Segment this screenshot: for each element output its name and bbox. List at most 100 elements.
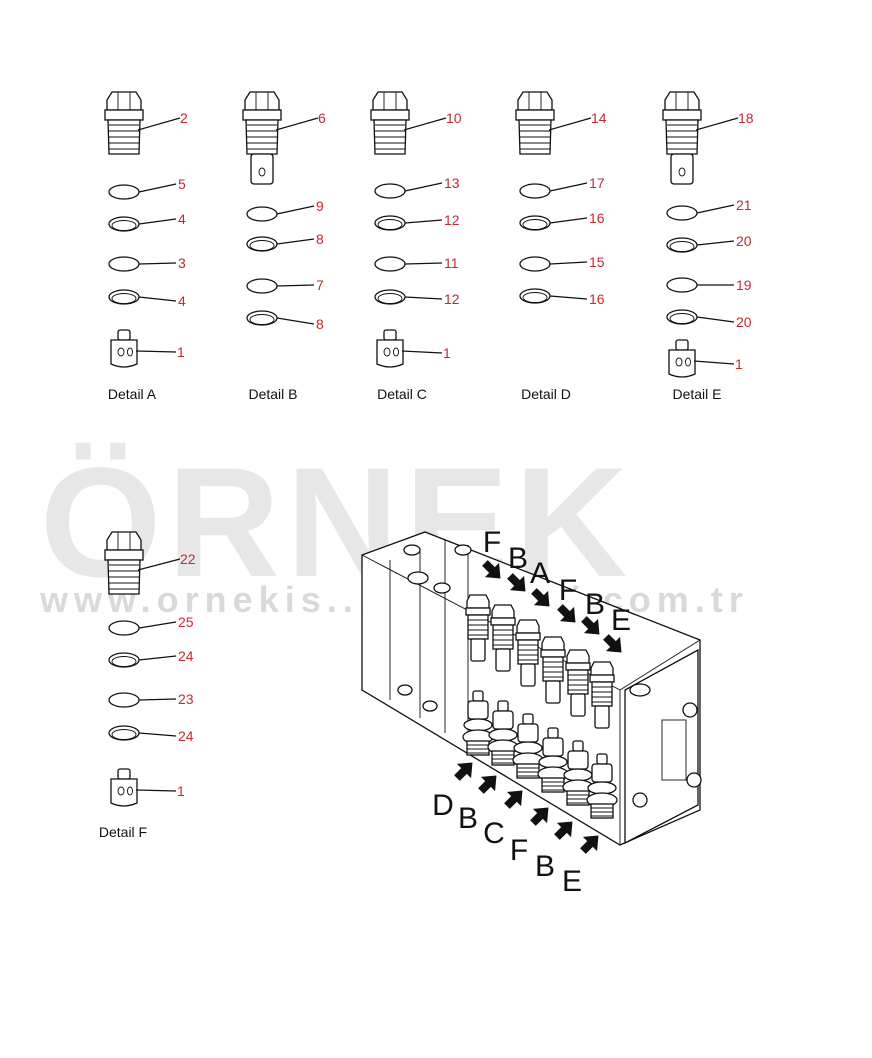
part-number-label: 24 [178,728,194,744]
mounted-valve-plug [589,661,615,729]
o-ring [519,215,551,231]
arrow-label-bottom: B [535,850,555,883]
valve-plug [104,531,144,595]
o-ring [246,236,278,252]
part-number-label: 8 [316,316,324,332]
part-number-label: 24 [178,648,194,664]
part-number-label: 20 [736,314,752,330]
part-number-label-leader [549,261,588,265]
part-number-label-leader [548,117,592,131]
part-number-label: 16 [589,210,605,226]
part-number-label-leader [138,218,177,225]
port [397,684,413,696]
o-ring [374,256,406,272]
part-number-label: 21 [736,197,752,213]
detail-caption: Detail C [377,386,427,402]
arrow-label-bottom: C [483,817,505,850]
mounted-valve-plug [490,604,516,672]
valve-plug [242,91,282,185]
mounted-valve-plug [565,649,591,717]
valve-body-outline [361,531,701,846]
part-number-label: 14 [591,110,607,126]
part-number-label: 12 [444,212,460,228]
part-number-label: 6 [318,110,326,126]
end-cap-slot [661,719,687,781]
end-cap-bolt [686,772,702,788]
valve-plug [104,91,144,155]
port [433,582,451,594]
detail-caption: Detail A [108,386,157,402]
o-ring [108,184,140,200]
part-number-label-leader [135,789,177,792]
part-number-label-leader [276,317,315,325]
part-number-label-leader [138,183,177,193]
part-number-label-leader [404,296,443,300]
part-number-label-leader [693,360,735,365]
o-ring [108,256,140,272]
part-number-label-leader [404,219,443,224]
part-number-label-leader [135,350,177,353]
arrow-icon [454,762,473,781]
part-number-label-leader [137,558,181,571]
o-ring [374,215,406,231]
arrow-icon [580,835,599,854]
part-number-label: 22 [180,551,196,567]
port [407,571,429,585]
check-valve-insert [376,329,404,368]
arrow-icon [557,604,576,623]
part-number-label: 18 [738,110,754,126]
detail-caption: Detail D [521,386,571,402]
end-cap-bolt [632,792,648,808]
part-number-label-leader [276,238,315,245]
o-ring [374,183,406,199]
part-number-label-leader [138,262,177,265]
part-number-label-leader [138,732,177,737]
part-number-label: 10 [446,110,462,126]
arrow-label-top: F [483,526,501,559]
arrow-label-top: E [611,604,631,637]
mounted-check-valve [562,740,594,806]
o-ring [246,310,278,326]
part-number-label: 2 [180,110,188,126]
o-ring [666,237,698,253]
port [403,544,421,556]
o-ring [108,725,140,741]
mounted-valve-plug [515,619,541,687]
port [629,683,651,697]
arrow-label-top: B [508,542,528,575]
part-number-label-leader [137,117,181,131]
part-number-label-leader [275,117,319,131]
part-number-label-leader [695,117,739,131]
check-valve-insert [110,329,138,368]
part-number-label-leader [696,316,735,323]
part-number-label: 12 [444,291,460,307]
mounted-check-valve [586,753,618,819]
arrow-icon [603,634,622,653]
part-number-label-leader [403,117,447,131]
mounted-valve-plug [465,594,491,662]
o-ring [108,620,140,636]
part-number-label: 9 [316,198,324,214]
part-number-label-leader [404,262,443,265]
detail-caption: Detail E [672,386,721,402]
part-number-label: 7 [316,277,324,293]
part-number-label: 4 [178,211,186,227]
port [422,700,438,712]
arrow-icon [531,588,550,607]
detail-caption: Detail F [99,824,147,840]
part-number-label-leader [138,621,177,629]
o-ring [519,256,551,272]
arrow-label-bottom: D [432,789,454,822]
arrow-label-bottom: B [458,802,478,835]
mounted-plugs [462,594,618,819]
part-number-label: 16 [589,291,605,307]
part-number-label: 1 [735,356,743,372]
part-number-label: 25 [178,614,194,630]
arrow-label-top: F [559,574,577,607]
mounted-valve-plug [540,636,566,704]
o-ring [666,205,698,221]
